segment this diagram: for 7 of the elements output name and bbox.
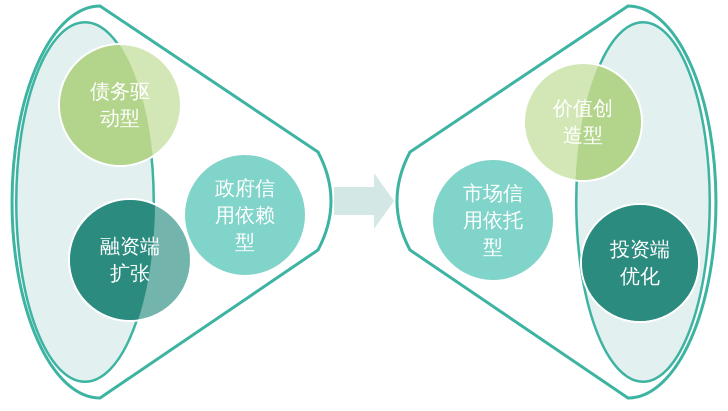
block-arrow bbox=[334, 173, 394, 229]
category-label: 价值创造型 bbox=[552, 95, 614, 149]
category-label: 债务驱动型 bbox=[89, 78, 151, 132]
category-label: 融资端扩张 bbox=[99, 233, 161, 287]
category-label: 投资端优化 bbox=[609, 236, 671, 290]
category-label: 市场信用依托型 bbox=[462, 180, 524, 260]
category-label: 政府信用依赖型 bbox=[214, 174, 276, 256]
